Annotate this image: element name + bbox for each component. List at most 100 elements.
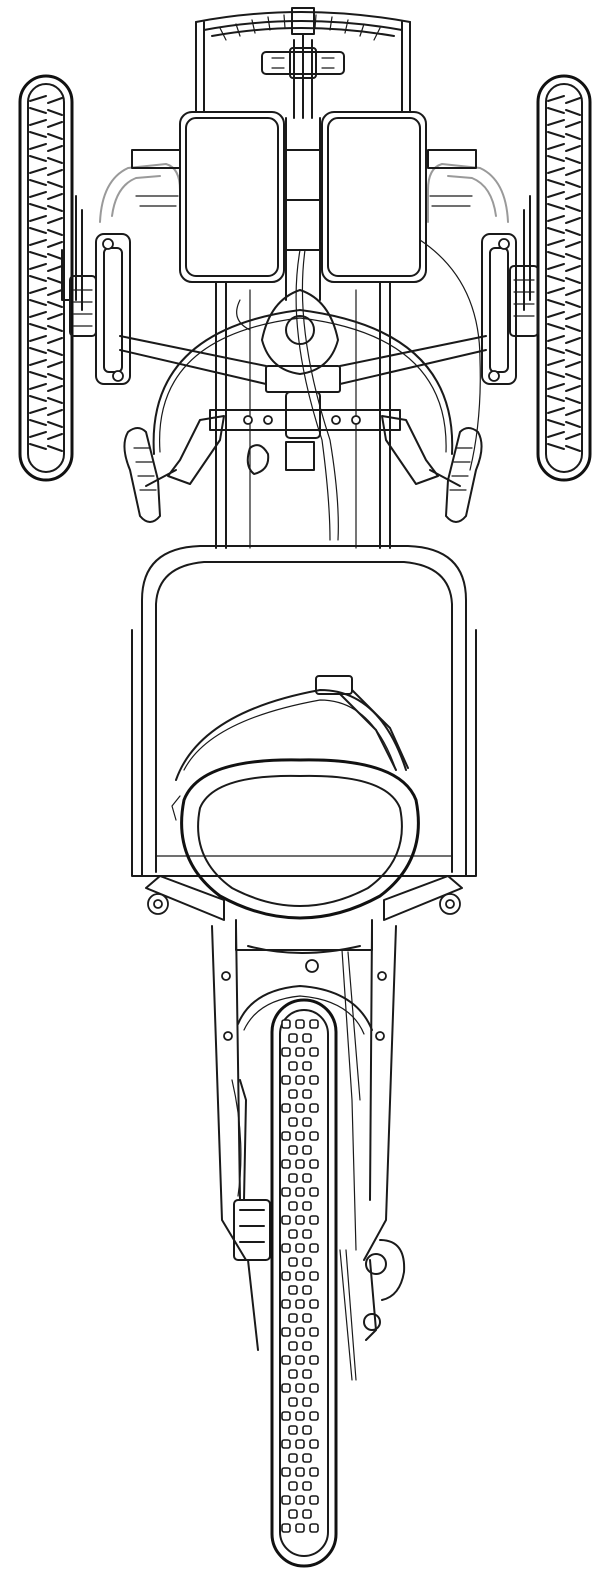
tire-tread: [29, 203, 63, 212]
tire-knob: [295, 1131, 305, 1141]
tire-knob: [309, 1075, 319, 1085]
tire-tread: [29, 395, 63, 404]
tire-knob: [295, 1187, 305, 1197]
tire-knob: [302, 1061, 312, 1071]
right-hub-assembly: [481, 195, 539, 385]
left-seat-cushion: [179, 111, 285, 283]
tire-tread: [547, 227, 581, 236]
tire-knob: [302, 1089, 312, 1099]
left-hand-grip: [123, 415, 225, 523]
tire-tread: [29, 419, 63, 428]
tire-knob: [302, 1173, 312, 1183]
right-hand-grip: [381, 415, 483, 523]
tire-tread: [547, 179, 581, 188]
tire-tread: [547, 95, 581, 104]
tire-knob: [295, 1327, 305, 1337]
tire-tread: [547, 383, 581, 392]
tire-knob: [281, 1243, 291, 1253]
tire-knob: [288, 1369, 298, 1379]
right-rear-wheel: [536, 74, 592, 482]
steering-linkage: [152, 239, 481, 541]
tire-tread: [29, 335, 63, 344]
tire-knob: [281, 1411, 291, 1421]
tire-knob: [295, 1467, 305, 1477]
tire-knob: [288, 1173, 298, 1183]
main-frame: [119, 117, 487, 549]
tire-tread: [547, 371, 581, 380]
tire-tread: [29, 215, 63, 224]
tire-knob: [309, 1215, 319, 1225]
tire-knob: [295, 1439, 305, 1449]
tire-knob: [309, 1523, 319, 1533]
tire-tread: [29, 263, 63, 272]
tire-knob: [302, 1453, 312, 1463]
tire-knob: [295, 1047, 305, 1057]
tire-tread: [29, 407, 63, 416]
tire-knob: [302, 1313, 312, 1323]
front-brake-caliper: [233, 1079, 271, 1351]
tire-knob: [302, 1509, 312, 1519]
tire-knob: [281, 1327, 291, 1337]
tire-knob: [302, 1229, 312, 1239]
tire-knob: [281, 1495, 291, 1505]
right-fender-bracket: [427, 149, 509, 223]
tire-tread: [29, 287, 63, 296]
tire-knob: [295, 1355, 305, 1365]
tire-tread: [29, 371, 63, 380]
tire-knob: [281, 1467, 291, 1477]
tire-knob: [309, 1383, 319, 1393]
tire-tread: [29, 275, 63, 284]
tire-tread: [547, 263, 581, 272]
tire-knob: [288, 1145, 298, 1155]
tire-tread: [29, 323, 63, 332]
tire-tread: [547, 251, 581, 260]
tire-knob: [295, 1523, 305, 1533]
tire-knob: [288, 1229, 298, 1239]
tire-knob: [288, 1481, 298, 1491]
tire-knob: [295, 1075, 305, 1085]
tire-tread: [547, 167, 581, 176]
tire-knob: [309, 1327, 319, 1337]
tire-tread: [29, 179, 63, 188]
tire-tread: [547, 347, 581, 356]
tire-tread: [547, 419, 581, 428]
rear-derailleur: [339, 1239, 406, 1381]
tire-tread: [29, 311, 63, 320]
tire-knob: [288, 1089, 298, 1099]
tire-knob: [302, 1285, 312, 1295]
tire-knob: [288, 1453, 298, 1463]
tire-knob: [288, 1313, 298, 1323]
tire-knob: [281, 1383, 291, 1393]
tire-knob: [302, 1369, 312, 1379]
tire-knob: [309, 1355, 319, 1365]
tire-knob: [281, 1215, 291, 1225]
tire-knob: [281, 1187, 291, 1197]
tire-knob: [288, 1425, 298, 1435]
tire-tread: [547, 359, 581, 368]
tire-knob: [309, 1103, 319, 1113]
tire-tread: [29, 131, 63, 140]
tire-knob: [288, 1285, 298, 1295]
tire-knob: [281, 1131, 291, 1141]
tire-tread: [29, 443, 63, 452]
tire-knob: [302, 1201, 312, 1211]
tire-knob: [288, 1033, 298, 1043]
tire-tread: [547, 323, 581, 332]
tire-knob: [309, 1159, 319, 1169]
tire-tread: [547, 239, 581, 248]
tire-tread: [29, 347, 63, 356]
tire-knob: [302, 1397, 312, 1407]
tire-knob: [309, 1047, 319, 1057]
tire-knob: [288, 1201, 298, 1211]
tire-knob: [302, 1117, 312, 1127]
tire-knob: [295, 1103, 305, 1113]
tire-tread: [29, 431, 63, 440]
tire-tread: [547, 107, 581, 116]
tire-knob: [309, 1019, 319, 1029]
tire-knob: [295, 1411, 305, 1421]
tire-knob: [281, 1523, 291, 1533]
tire-knob: [281, 1355, 291, 1365]
front-wheel: [270, 998, 338, 1568]
tire-knob: [288, 1397, 298, 1407]
tire-tread: [29, 383, 63, 392]
